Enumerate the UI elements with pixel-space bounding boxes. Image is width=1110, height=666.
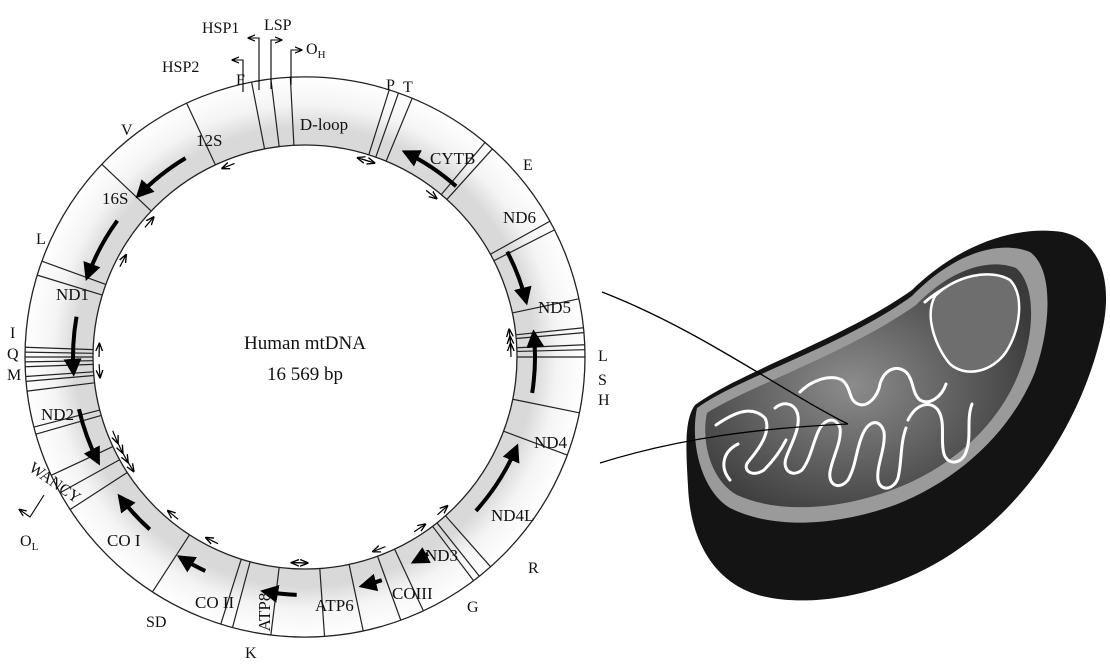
label-ol-sub: L xyxy=(32,541,39,553)
small-arrow-icon xyxy=(509,330,510,343)
trna-label-r: R xyxy=(528,560,539,577)
small-arrow-icon xyxy=(145,218,153,228)
gene-label-nd1: ND1 xyxy=(56,285,89,304)
label-ol-main: O xyxy=(20,533,32,550)
ring-band xyxy=(25,77,585,637)
gene-label-d-loop: D-loop xyxy=(300,115,348,134)
small-arrow-icon xyxy=(117,441,122,452)
gene-label-nd4: ND4 xyxy=(534,433,568,452)
label-oh: OH xyxy=(306,41,326,61)
trna-label-e: E xyxy=(523,157,533,174)
gene-label-12s: 12S xyxy=(196,131,222,150)
label-ol: OL xyxy=(20,533,39,553)
center-subtitle: 16 569 bp xyxy=(267,364,343,385)
gene-label-co2: CO II xyxy=(195,593,235,612)
center-title: Human mtDNA xyxy=(244,333,366,354)
gene-label-co1: CO I xyxy=(107,531,141,550)
gene-label-atp8: ATP8 xyxy=(255,593,274,632)
trna-label-g: G xyxy=(467,599,479,616)
label-lsp: LSP xyxy=(264,17,292,34)
trna-label-s: S xyxy=(598,372,607,389)
trna-label-f: F xyxy=(236,72,245,89)
trna-label-k: K xyxy=(245,645,257,661)
trna-label-sd: SD xyxy=(146,614,166,631)
small-arrow-icon xyxy=(358,158,370,162)
gene-label-co3: COIII xyxy=(392,584,433,603)
small-arrow-icon xyxy=(426,190,436,198)
gene-label-nd4l: ND4L xyxy=(491,506,534,525)
gene-label-nd2: ND2 xyxy=(41,405,74,424)
gene-label-cytb: CYTB xyxy=(430,149,475,168)
small-arrow-icon xyxy=(120,256,126,267)
trna-label-h: H xyxy=(598,392,610,409)
small-arrow-icon xyxy=(207,538,218,544)
small-arrow-icon xyxy=(374,547,386,552)
ol-arrow-icon xyxy=(20,495,44,517)
gene-label-nd5: ND5 xyxy=(538,298,571,317)
small-arrow-icon xyxy=(169,511,179,519)
trna-label-l1: L xyxy=(36,231,46,248)
trna-label-i: I xyxy=(10,325,15,342)
small-arrow-icon xyxy=(223,163,235,168)
label-hsp1: HSP1 xyxy=(202,20,239,37)
small-arrow-icon xyxy=(127,460,134,471)
trna-label-t: T xyxy=(403,79,413,96)
small-arrow-icon xyxy=(99,364,100,377)
mtdna-ring xyxy=(25,77,585,637)
mitochondrion-illustration xyxy=(686,231,1106,601)
small-arrow-icon xyxy=(414,525,424,532)
small-arrow-icon xyxy=(121,451,127,462)
trna-label-m: M xyxy=(7,367,21,384)
label-oh-sub: H xyxy=(318,49,326,61)
gene-label-atp6: ATP6 xyxy=(315,596,354,615)
gene-label-nd6: ND6 xyxy=(503,208,536,227)
small-arrows xyxy=(99,158,511,563)
label-hsp2: HSP2 xyxy=(162,59,199,76)
trna-label-p: P xyxy=(386,77,395,94)
small-arrow-icon xyxy=(437,506,446,514)
trna-label-q: Q xyxy=(7,346,19,363)
gene-label-nd3: ND3 xyxy=(425,546,458,565)
trna-label-l2: L xyxy=(598,348,608,365)
label-oh-main: O xyxy=(306,41,318,58)
trna-label-v: V xyxy=(121,122,133,139)
small-arrow-icon xyxy=(113,431,118,443)
gene-label-16s: 16S xyxy=(102,189,128,208)
